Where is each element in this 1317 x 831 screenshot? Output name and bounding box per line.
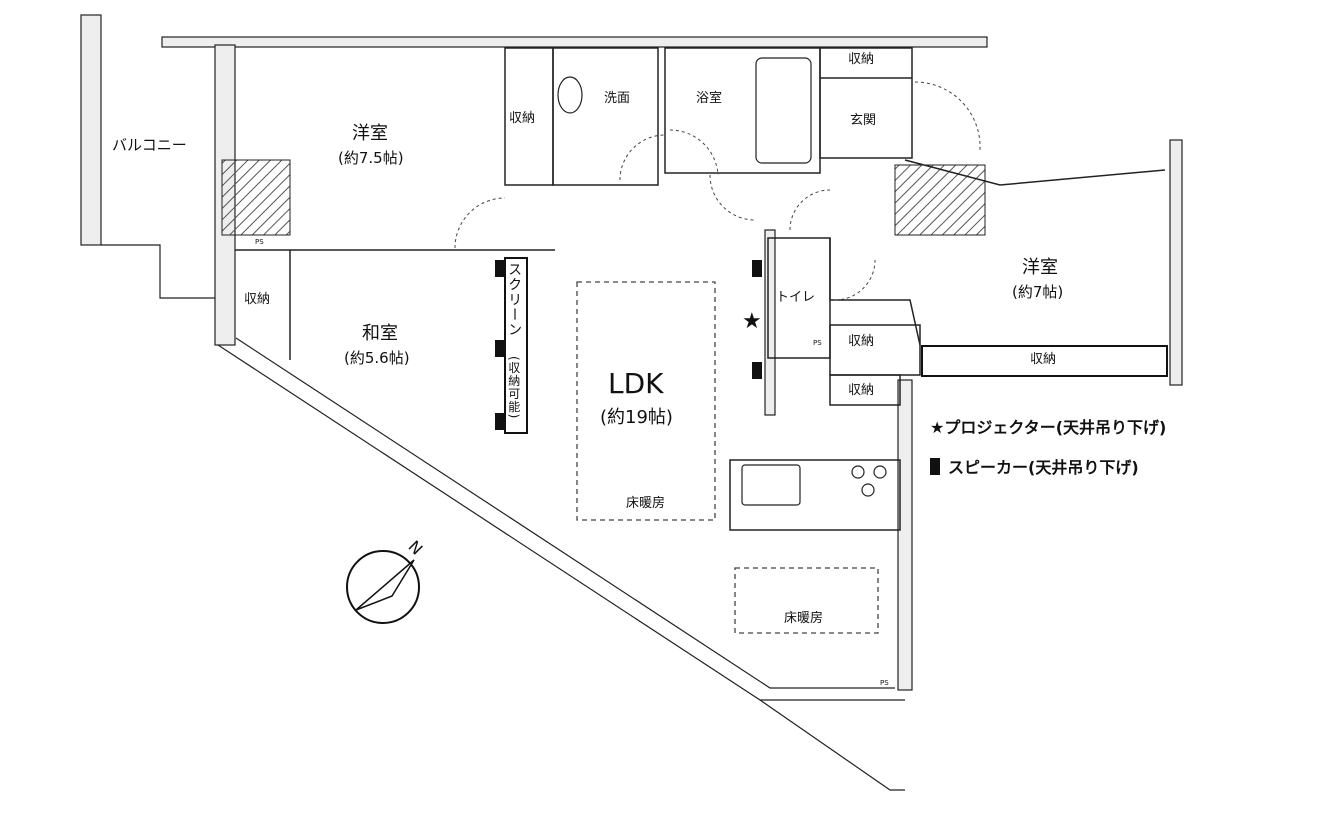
room-bathroom: 浴室 [696,91,723,106]
room-balcony: バルコニー [112,136,187,154]
room-ldk-name: LDK [608,367,664,400]
storage-label: 収納 [244,292,271,307]
projector-star-icon: ★ [742,309,762,334]
interior-walls [235,47,1166,531]
room-entrance: 玄関 [850,113,877,128]
screen-note: (収納可能) [506,356,521,420]
pipe-space-label: PS [255,238,264,246]
room-western-2-size: (約7帖) [1012,283,1064,301]
speaker-marks [495,260,762,430]
room-western-2-name: 洋室 [1022,257,1058,278]
screen-label: スクリーン [506,262,523,337]
room-ldk-size: (約19帖) [600,407,673,428]
storage-label: 収納 [1030,352,1057,367]
screen-and-storage [504,257,1168,434]
storage-label: 収納 [848,334,875,349]
room-washroom: 洗面 [604,91,631,106]
columns [221,159,986,236]
legend-speaker-text: スピーカー(天井吊り下げ) [948,458,1139,477]
compass [346,550,420,624]
speaker-icon [930,458,940,475]
balcony-outline [101,244,215,299]
pipe-space-label: PS [813,339,822,347]
door-swings [454,81,981,301]
floor-heating-label: 床暖房 [784,611,824,626]
pipe-space-label: PS [880,679,889,687]
room-western-1-name: 洋室 [352,123,388,144]
legend-projector: ★プロジェクター(天井吊り下げ) [930,418,1167,437]
storage-label: 収納 [848,52,875,67]
diagonal-wall [217,337,905,791]
room-toilet: トイレ [776,290,816,305]
storage-label: 収納 [509,111,536,126]
outer-walls [80,14,1183,691]
room-western-1-size: (約7.5帖) [338,149,404,167]
floor-heating-zones [576,281,879,634]
fixtures [557,57,887,506]
room-japanese-name: 和室 [362,323,398,344]
floor-heating-label: 床暖房 [626,496,666,511]
room-japanese-size: (約5.6帖) [344,349,410,367]
storage-label: 収納 [848,383,875,398]
legend-speaker: スピーカー(天井吊り下げ) [930,454,1139,478]
